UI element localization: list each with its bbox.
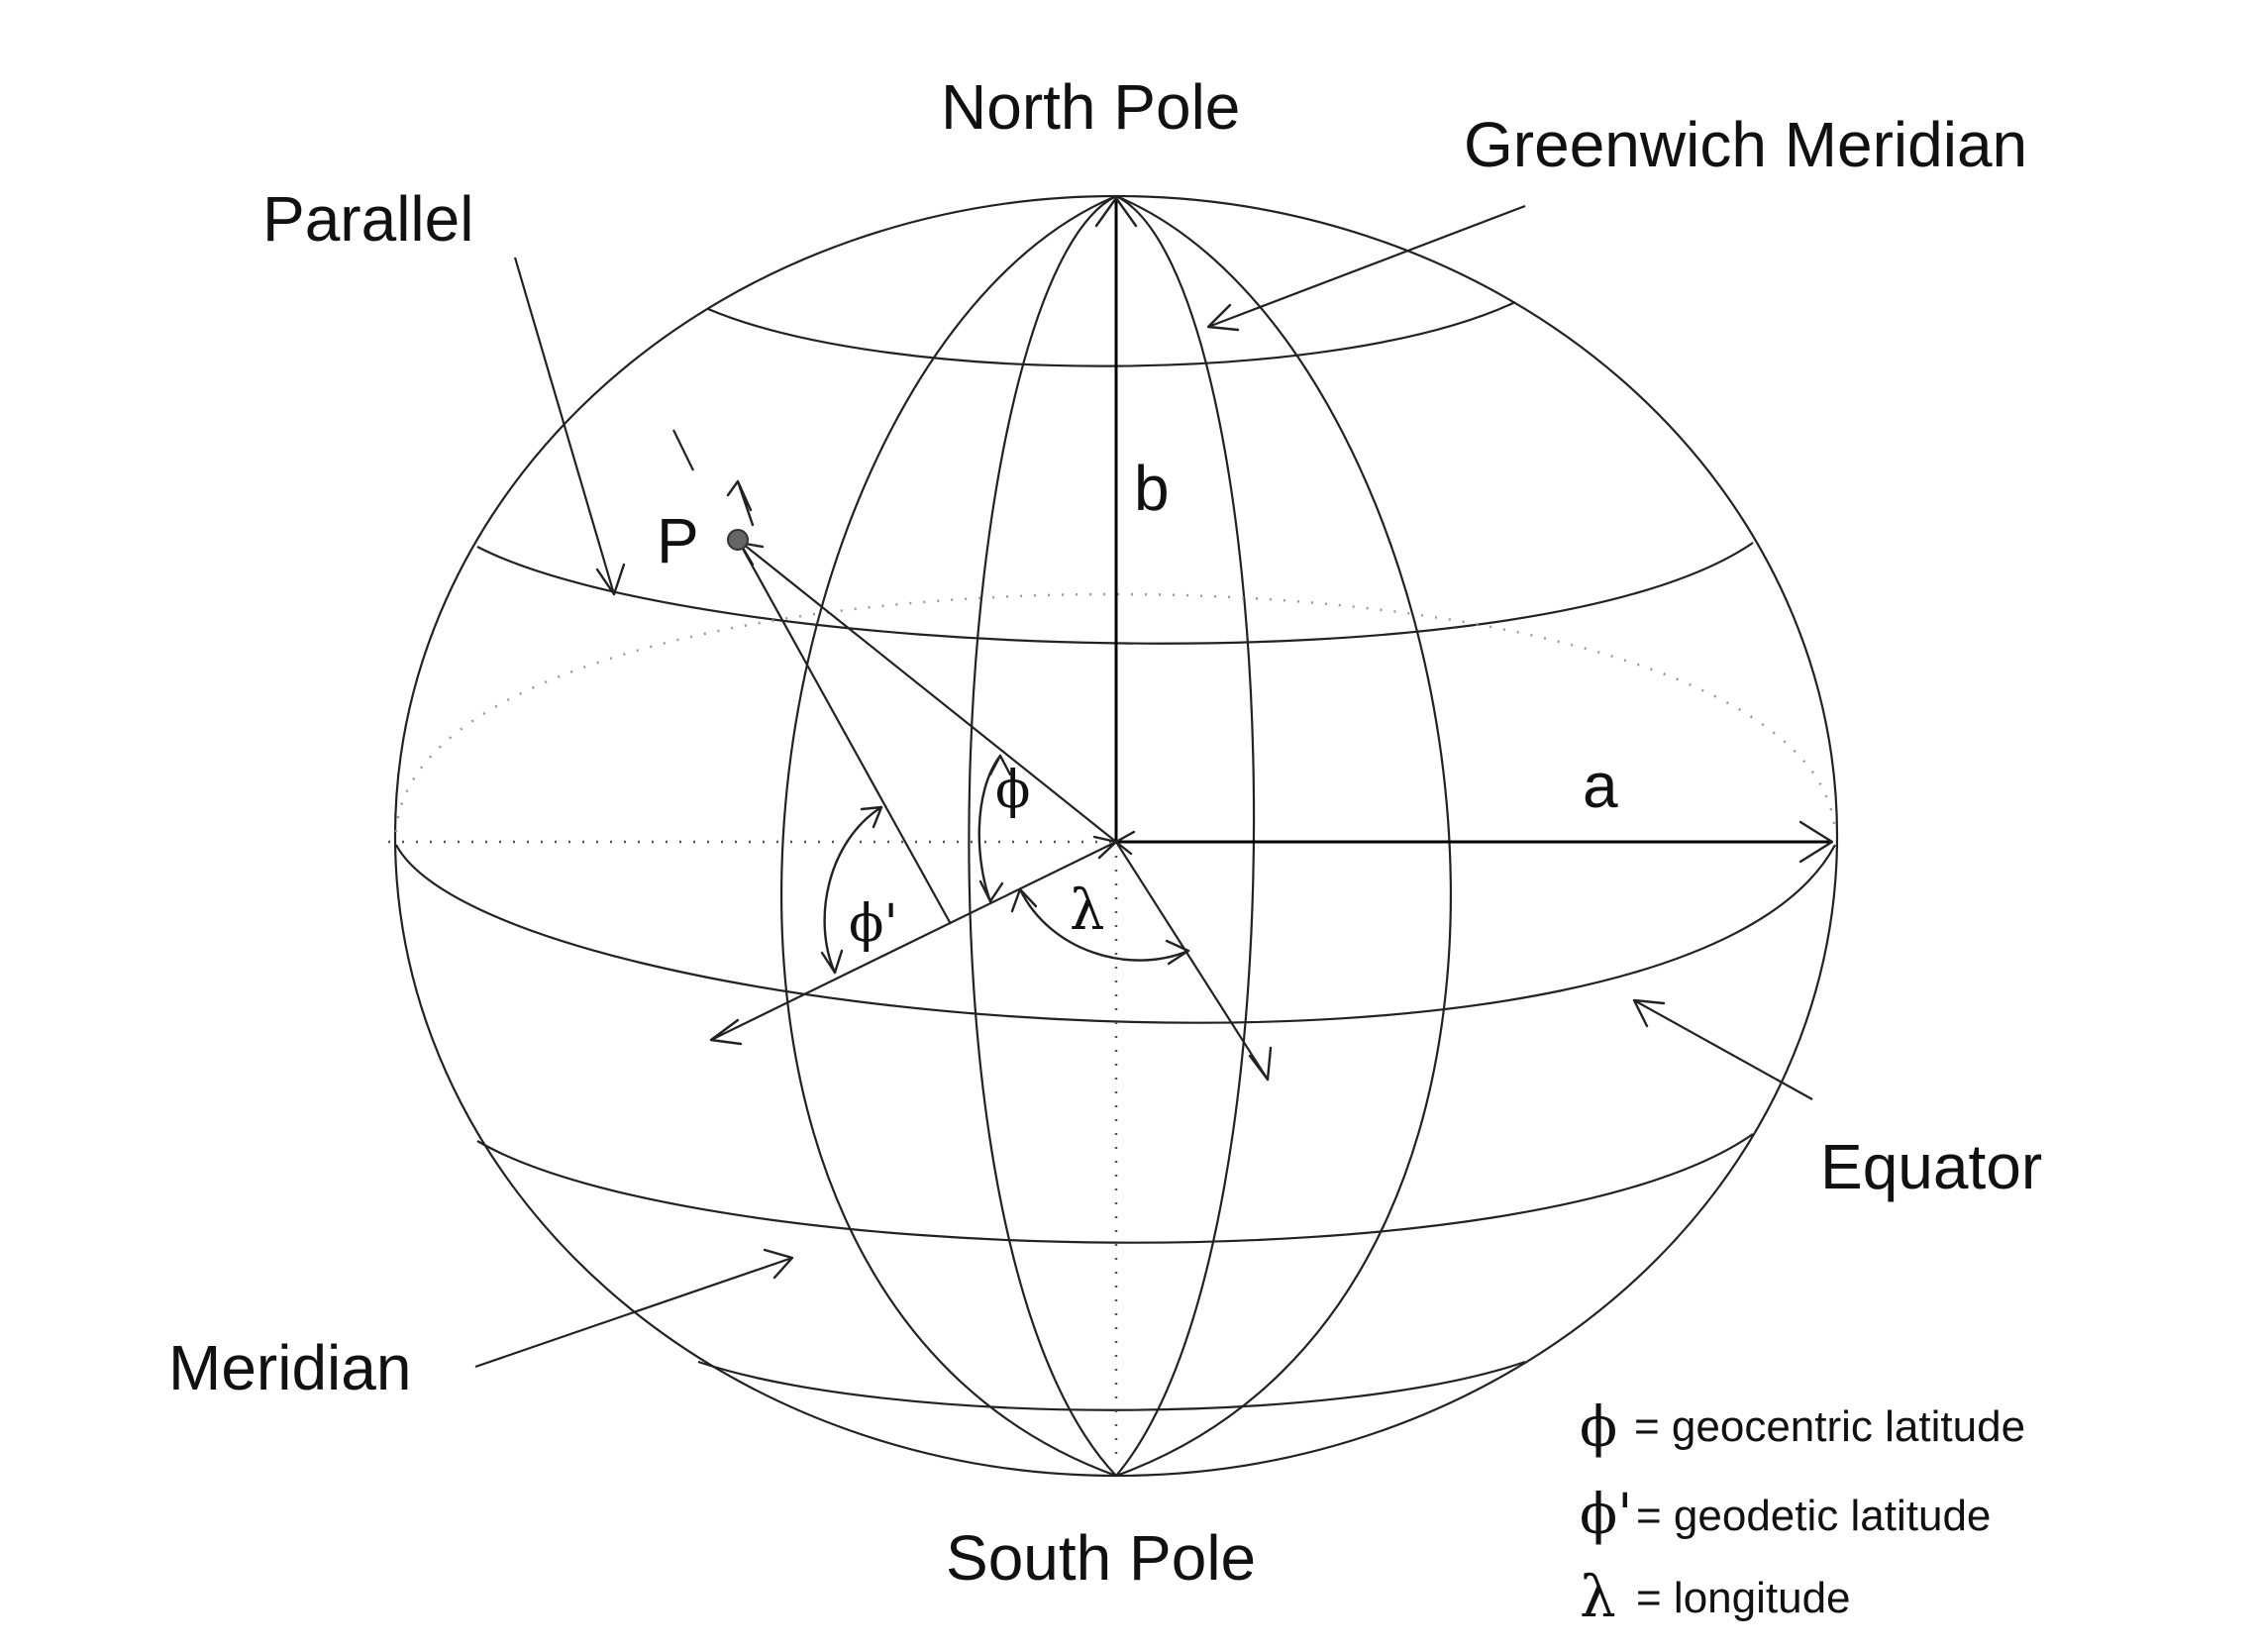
semi-major-axis-label: a (1583, 750, 1618, 821)
legend-item-longitude: λ = longitude (1580, 1563, 1851, 1630)
parallel-leader (513, 257, 626, 596)
semi-major-axis-a (1116, 820, 1834, 864)
radius-front-right (1115, 841, 1269, 1081)
equator-leader (1632, 998, 1813, 1100)
meridian-leader (474, 1248, 794, 1369)
normal-at-p (737, 539, 952, 925)
radius-front-left-arrowhead (709, 1018, 743, 1046)
radius-to-p (737, 539, 1117, 843)
lambda-symbol: λ (1070, 878, 1105, 943)
legend-symbol-phi: ϕ (1580, 1395, 1617, 1460)
meridian-label: Meridian (168, 1332, 411, 1403)
parallel-top (707, 301, 1516, 367)
legend: ϕ = geocentric latitude ϕ' = geodetic la… (1580, 1395, 2025, 1630)
legend-item-geocentric: ϕ = geocentric latitude (1580, 1395, 2025, 1460)
equator-front (395, 844, 1836, 1024)
phi-symbol: ϕ (995, 761, 1030, 820)
greenwich-meridian-label: Greenwich Meridian (1464, 109, 2027, 180)
legend-text-longitude: = longitude (1636, 1574, 1851, 1622)
phi-prime-arc (823, 805, 883, 975)
meridian-curve-left (780, 194, 1117, 1478)
phi-prime-symbol: ϕ' (849, 894, 898, 954)
parallel-lower (476, 1133, 1754, 1244)
point-p-label: P (657, 505, 699, 576)
semi-minor-axis-label: b (1134, 453, 1170, 524)
legend-symbol-phi-prime: ϕ' (1580, 1483, 1633, 1547)
normal-extension-dash (672, 429, 694, 471)
legend-text-geocentric: = geocentric latitude (1634, 1402, 2025, 1451)
greenwich-meridian-curve (1115, 195, 1256, 1477)
radius-front-left (710, 841, 1117, 1041)
greenwich-leader (1206, 204, 1526, 332)
point-p-marker (727, 529, 749, 551)
center-arrowheads (1092, 830, 1136, 860)
equator-back-dotted (394, 592, 1837, 833)
legend-symbol-lambda: λ (1580, 1563, 1616, 1630)
meridians (780, 194, 1452, 1478)
meridian-curve-right (1115, 194, 1452, 1478)
meridian-curve-inner-left (968, 195, 1117, 1477)
equator-label: Equator (1820, 1131, 2042, 1202)
radius-front-right-arrowhead (1248, 1046, 1273, 1082)
legend-item-geodetic: ϕ' = geodetic latitude (1580, 1483, 1991, 1547)
point-p-arrow (726, 479, 755, 527)
legend-text-geodetic: = geodetic latitude (1636, 1492, 1991, 1540)
parallel-bottom (697, 1360, 1526, 1411)
north-pole-label: North Pole (941, 71, 1240, 143)
lambda-arc (1018, 887, 1190, 962)
parallel-label: Parallel (262, 183, 473, 255)
semi-minor-axis-b (1094, 196, 1138, 842)
south-pole-label: South Pole (946, 1522, 1256, 1594)
